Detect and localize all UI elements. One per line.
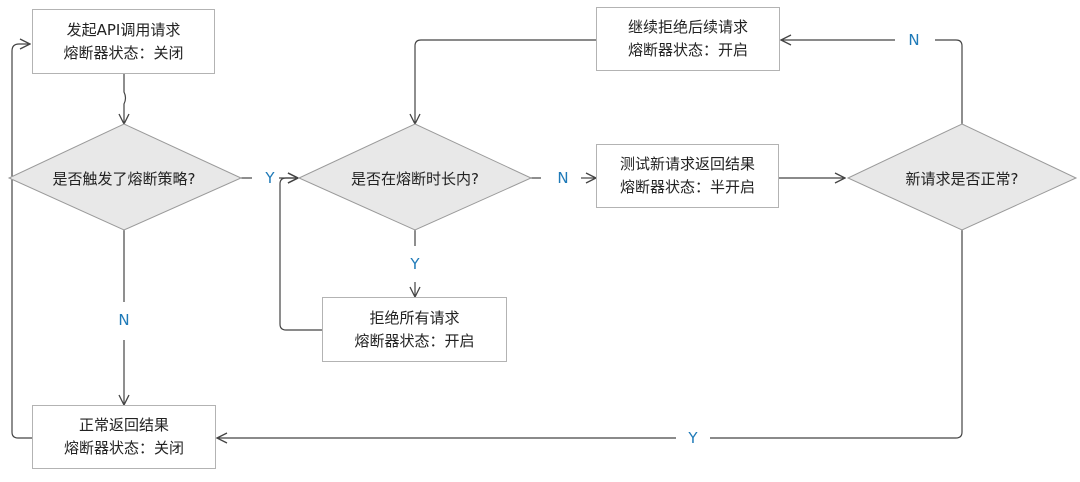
reject-all-line1: 拒绝所有请求 [369,308,460,327]
continue-reject-line1: 继续拒绝后续请求 [627,18,748,36]
edge-loop-to-start [11,44,32,439]
test-request-line1: 测试新请求返回结果 [619,155,755,173]
label-in-window-yes: Y [407,255,423,273]
test-request-box: 测试新请求返回结果 熔断器状态：半开启 [596,144,779,208]
edge-start-to-decision1 [124,74,126,124]
decision-diamond-triggered [7,123,243,231]
decision-diamond-normal [846,123,1078,231]
start-box-line1: 发起API调用请求 [66,20,181,39]
edge-continue-to-decision2 [415,39,596,124]
start-box-line2: 熔断器状态：关闭 [63,43,184,62]
label-triggered-no: N [116,311,132,329]
edge-decision3-no [935,39,963,124]
edge-reject-loop [279,178,322,331]
normal-return-line1: 正常返回结果 [78,416,169,434]
reject-all-box: 拒绝所有请求 熔断器状态：开启 [322,297,507,362]
test-request-line2: 熔断器状态：半开启 [619,178,755,196]
decision-in-window-text: 是否在熔断时长内? [351,170,479,188]
label-normal-yes: Y [685,429,701,447]
start-box: 发起API调用请求 熔断器状态：关闭 [32,9,215,74]
decision-triggered-text: 是否触发了熔断策略? [52,170,196,188]
decision-normal-text: 新请求是否正常? [905,170,1019,188]
label-triggered-yes: Y [262,169,278,187]
decision-diamond-in-window [297,123,533,231]
normal-return-box: 正常返回结果 熔断器状态：关闭 [32,405,216,469]
normal-return-line2: 熔断器状态：关闭 [63,439,184,457]
reject-all-line2: 熔断器状态：开启 [354,331,475,350]
edge-decision3-yes [710,230,963,439]
continue-reject-line2: 熔断器状态：开启 [627,41,748,59]
label-in-window-no: N [555,169,571,187]
label-normal-no: N [906,31,922,49]
continue-reject-box: 继续拒绝后续请求 熔断器状态：开启 [596,7,780,71]
